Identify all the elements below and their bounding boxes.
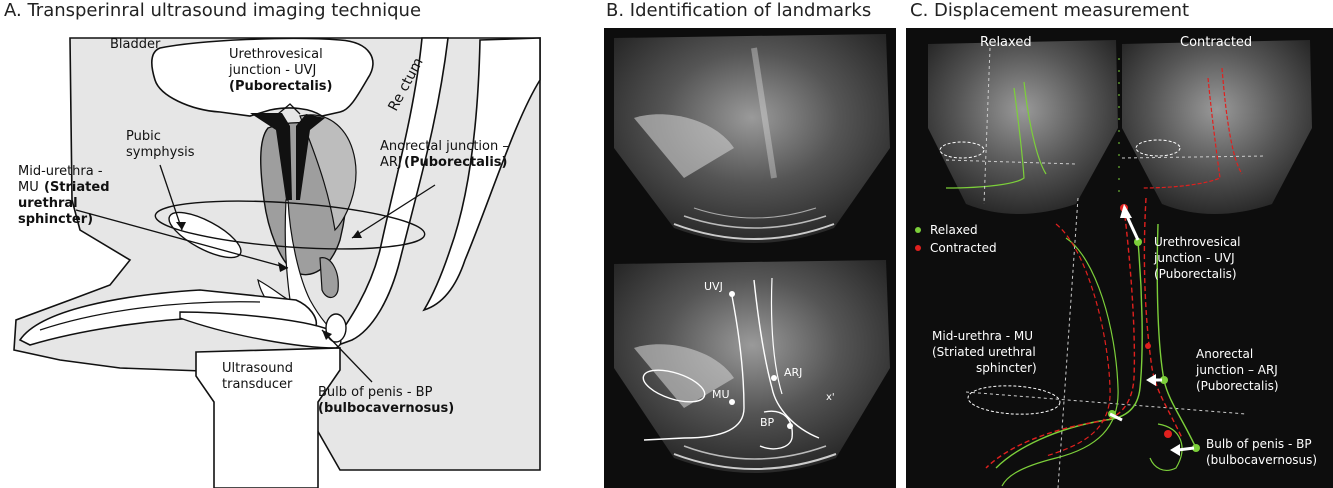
label-mu: MU xyxy=(712,388,730,401)
relaxed-rectum xyxy=(1156,223,1197,449)
label-bp-2: (bulbocavernosus) xyxy=(318,401,454,416)
label-uvj-1: Urethrovesical xyxy=(229,47,323,62)
uvj-right-wedge xyxy=(296,114,325,200)
label-c-arj-1: Anorectal xyxy=(1196,347,1253,361)
contracted-outer xyxy=(1045,223,1111,457)
label-c-arj-2: junction – ARJ xyxy=(1195,363,1278,377)
bladder-shape xyxy=(150,37,374,117)
pointer-bp xyxy=(321,329,373,383)
panel-a-anatomy-diagram: Bladder Urethrovesical junction - UVJ (P… xyxy=(13,37,541,488)
label-x: x' xyxy=(826,392,835,403)
label-arj-2: ARJ xyxy=(380,155,402,170)
contracted-rectum xyxy=(1143,197,1183,439)
label-arj-1: Anorectal junction – xyxy=(380,139,509,154)
bp-trace xyxy=(759,410,793,450)
label-mu-4: urethral xyxy=(18,196,78,211)
panel-a-title: A. Transperinral ultrasound imaging tech… xyxy=(4,0,422,21)
label-transducer-2: transducer xyxy=(222,377,293,392)
penile-urethra xyxy=(18,289,318,346)
label-pubic-1: Pubic xyxy=(126,129,161,144)
label-mu-2: MU xyxy=(18,180,39,195)
pubic-ellipse xyxy=(642,369,706,403)
label-c-bp-1: Bulb of penis - BP xyxy=(1206,437,1312,451)
label-mu-5: sphincter) xyxy=(18,212,93,227)
label-c-mu-3: sphincter) xyxy=(976,361,1037,375)
urethra-trace xyxy=(643,295,745,441)
label-bp-1: Bulb of penis - BP xyxy=(318,385,433,400)
small-gland xyxy=(319,257,339,299)
legend-contracted-dot xyxy=(915,245,921,251)
label-mu-1: Mid-urethra - xyxy=(18,164,103,179)
ultrasound-fan-bottom xyxy=(614,260,890,473)
uvj-left-wedge xyxy=(250,113,292,200)
uvj-arrow xyxy=(1124,213,1140,241)
pointer-arj xyxy=(351,184,436,239)
contracted-urethra xyxy=(985,207,1136,469)
legend-relaxed-dot xyxy=(915,227,921,233)
corpus-line xyxy=(39,301,261,331)
label-arj-3: (Puborectalis) xyxy=(404,155,507,170)
label-c-arj-3: (Puborectalis) xyxy=(1196,379,1279,393)
panel-b-title: B. Identification of landmarks xyxy=(606,0,872,21)
uvj-arrows xyxy=(277,103,301,115)
label-c-mu-1: Mid-urethra - MU xyxy=(932,329,1033,343)
relaxed-urethra xyxy=(995,241,1143,469)
legend-relaxed-label: Relaxed xyxy=(930,223,978,237)
label-uvj-3: (Puborectalis) xyxy=(229,79,332,94)
panel-c-title: C. Displacement measurement xyxy=(910,0,1190,21)
label-transducer-1: Ultrasound xyxy=(222,361,293,376)
legend-contracted-label: Contracted xyxy=(930,241,997,255)
label-bp: BP xyxy=(760,416,775,429)
relaxed-image xyxy=(928,40,1118,214)
label-relaxed-title: Relaxed xyxy=(980,35,1032,50)
label-c-uvj-2: junction - UVJ xyxy=(1153,251,1235,265)
panel-b-ultrasound-images: UVJ MU ARJ BP x' xyxy=(604,28,896,488)
relaxed-bp xyxy=(1149,423,1183,471)
panel-c-displacement-figure: Relaxed Contracted Relaxed Contracted Ur… xyxy=(906,28,1333,488)
label-mu-3: (Striated xyxy=(44,180,110,195)
label-c-bp-2: (bulbocavernosus) xyxy=(1206,453,1317,467)
label-uvj: UVJ xyxy=(704,280,723,293)
label-c-uvj-3: (Puborectalis) xyxy=(1154,267,1237,281)
label-arj: ARJ xyxy=(784,366,802,379)
bp-arrow xyxy=(1177,446,1195,452)
label-contracted-title: Contracted xyxy=(1180,35,1252,50)
label-bladder: Bladder xyxy=(110,37,161,52)
label-c-mu-2: (Striated urethral xyxy=(932,345,1036,359)
seminal-region xyxy=(299,114,357,232)
rectum-trace-2 xyxy=(770,277,783,395)
relaxed-outer xyxy=(1001,237,1119,487)
label-uvj-2: junction - UVJ xyxy=(228,63,316,78)
label-c-uvj-1: Urethrovesical xyxy=(1154,235,1241,249)
rectum-posterior-wall xyxy=(422,37,541,312)
ultrasound-transducer xyxy=(195,347,341,488)
label-pubic-2: symphysis xyxy=(126,145,195,160)
rectum-trace xyxy=(753,279,820,439)
pointer-pubic xyxy=(159,164,183,231)
ultrasound-fan-top xyxy=(614,34,890,243)
pelvic-floor-ellipse xyxy=(154,200,426,250)
pointer-mu xyxy=(75,209,289,269)
contracted-image xyxy=(1122,40,1312,214)
pubic-symphysis xyxy=(168,211,242,259)
pubic-ellipse-c xyxy=(967,385,1061,415)
